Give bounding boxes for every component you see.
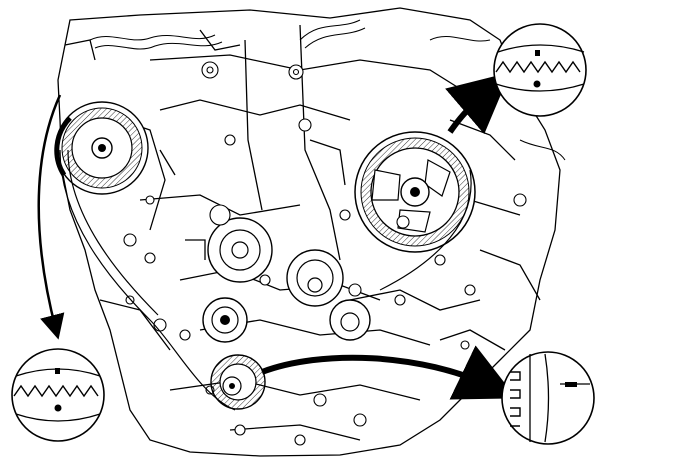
timing-belt: [59, 149, 472, 411]
water-pump: [207, 204, 273, 283]
right-camshaft-sprocket: [354, 131, 476, 253]
idler-pulley-left: [202, 297, 248, 343]
crankshaft-sprocket: [210, 354, 266, 410]
inset-crankshaft: [501, 351, 595, 445]
inset-left-camshaft: [11, 348, 105, 442]
bolts: [123, 61, 527, 446]
inset-right-camshaft: [493, 23, 587, 117]
hoses: [89, 19, 566, 161]
timing-mark-icon: [55, 368, 60, 374]
tensioner-pulley: [286, 249, 344, 307]
timing-mark-icon: [535, 50, 540, 56]
idler-pulley-right: [329, 299, 371, 341]
engine-block: [57, 7, 561, 457]
callout-arrows: [37, 72, 517, 400]
left-camshaft-sprocket: [54, 101, 149, 195]
